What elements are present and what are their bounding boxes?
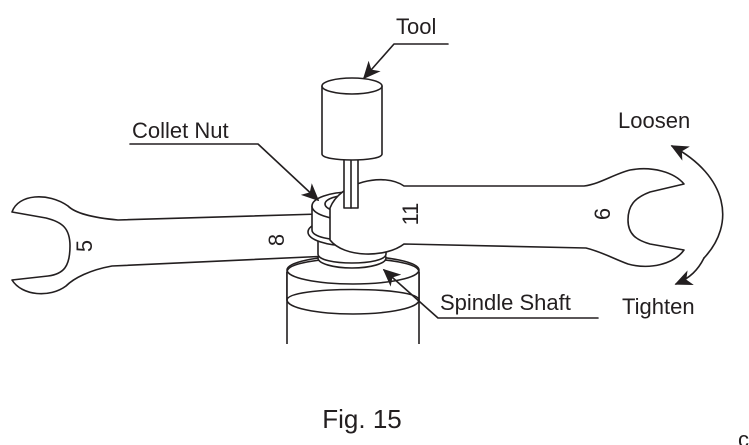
small-wrench: 5 8 bbox=[11, 196, 331, 295]
figure-caption: Fig. 15 bbox=[322, 404, 402, 434]
spindle-shaft-label: Spindle Shaft bbox=[440, 290, 571, 315]
collet-nut-callout: Collet Nut bbox=[129, 118, 320, 202]
corner-mark: c bbox=[738, 427, 749, 445]
tool bbox=[321, 77, 383, 209]
spindle-housing bbox=[286, 255, 420, 344]
spindle-shaft-callout: Spindle Shaft bbox=[382, 268, 599, 319]
tighten-label: Tighten bbox=[622, 294, 695, 319]
loosen-label: Loosen bbox=[618, 108, 690, 133]
large-wrench: 11 6 bbox=[329, 168, 685, 268]
small-wrench-size-left: 5 bbox=[72, 240, 97, 252]
collet-nut-label: Collet Nut bbox=[132, 118, 229, 143]
tool-label: Tool bbox=[396, 14, 436, 39]
tool-callout: Tool bbox=[362, 14, 449, 80]
small-wrench-size-right: 8 bbox=[264, 234, 289, 246]
large-wrench-size-right: 6 bbox=[590, 208, 615, 220]
rotation-arrow: Loosen Tighten bbox=[618, 108, 724, 319]
large-wrench-size-left: 11 bbox=[398, 203, 423, 226]
